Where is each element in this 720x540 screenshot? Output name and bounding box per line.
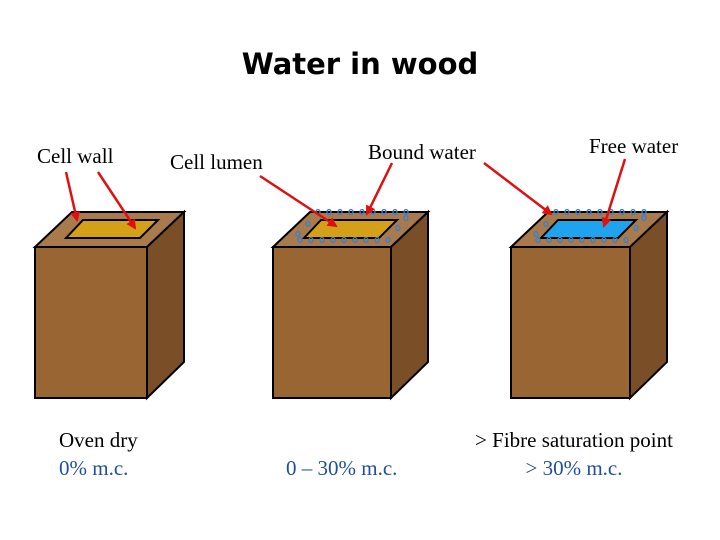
block-front-face (35, 247, 147, 398)
caption-oven-dry: Oven dry (59, 428, 138, 453)
cell-lumen-dry (304, 220, 397, 238)
label-free-water: Free water (589, 134, 678, 159)
block-front-face (511, 247, 630, 398)
label-bound-water: Bound water (368, 140, 476, 165)
wood-block-free-water (511, 210, 667, 398)
arrow-free-water-1 (484, 163, 551, 214)
caption-oven-dry-mc: 0% m.c. (59, 456, 128, 481)
caption-fibre-saturation: > Fibre saturation point (448, 428, 700, 453)
wood-block-bound-water (273, 210, 428, 398)
wood-block-oven-dry (35, 212, 184, 398)
arrow-bound-water (367, 163, 392, 214)
block-front-face (273, 247, 391, 398)
caption-free-water-mc: > 30% m.c. (448, 456, 700, 481)
cell-lumen-water (541, 220, 636, 238)
caption-bound-water-mc: 0 – 30% m.c. (286, 456, 397, 481)
label-cell-lumen: Cell lumen (170, 150, 263, 175)
label-cell-wall: Cell wall (37, 144, 113, 169)
arrow-cell-lumen-2 (260, 176, 336, 226)
